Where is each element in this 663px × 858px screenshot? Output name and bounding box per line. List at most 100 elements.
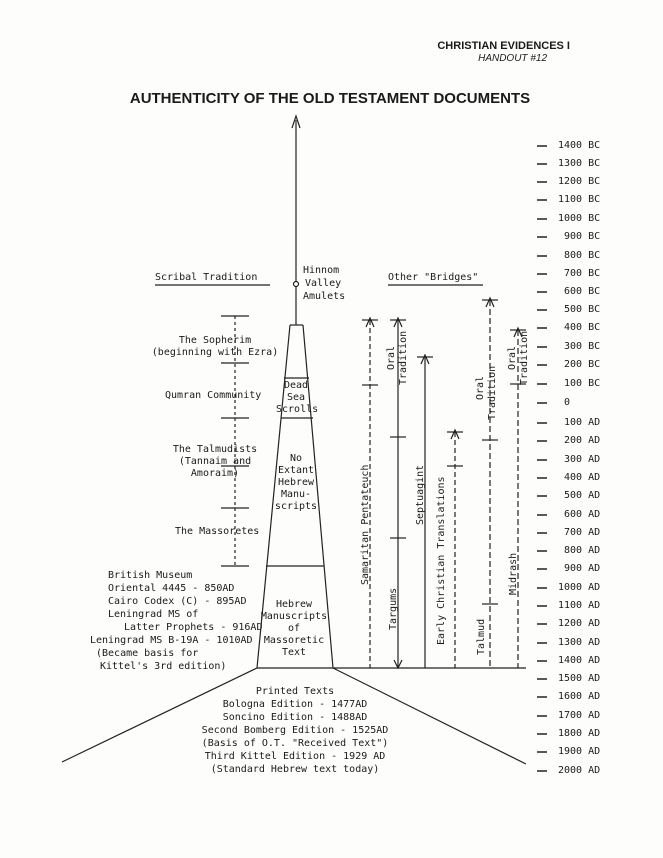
dss-label: Dead <box>283 380 309 391</box>
printed-texts-line: (Basis of O.T. "Received Text") <box>201 738 389 749</box>
manuscript-line: Kittel's 3rd edition) <box>100 661 227 672</box>
timeline-label: 1000 BC <box>558 213 601 224</box>
timeline-label: 1500 AD <box>558 673 601 684</box>
manuscript-line: Latter Prophets - 916AD <box>124 622 263 633</box>
timeline-label: 0 <box>564 397 571 408</box>
hebrew-mss-label: Manuscripts <box>260 611 328 622</box>
talmudists-label: (Tannaim and <box>178 456 252 467</box>
timeline-label: 1800 AD <box>558 728 601 739</box>
timeline-label: 2000 AD <box>558 765 601 776</box>
hebrew-mss-label: Hebrew <box>275 599 313 610</box>
sopherim-label: The Sopherim <box>178 335 252 346</box>
timeline-label: 100 AD <box>564 417 601 428</box>
manuscript-line: British Museum <box>108 570 193 581</box>
no-extant-label: Manu- <box>280 489 312 500</box>
oral-tradition-label: Oral <box>475 375 486 400</box>
scribal-tradition-heading: Scribal Tradition <box>155 272 258 283</box>
timeline-label: 1700 AD <box>558 710 601 721</box>
timeline-label: 1900 AD <box>558 746 601 757</box>
timeline-label: 500 AD <box>564 490 601 501</box>
timeline-label: 1400 BC <box>558 140 601 151</box>
timeline-label: 1100 AD <box>558 600 601 611</box>
targums-label: Targums <box>388 587 399 630</box>
tower-left <box>256 324 291 669</box>
hebrew-mss-label: of <box>287 623 301 634</box>
timeline-label: 900 AD <box>564 563 601 574</box>
timeline-label: 800 BC <box>564 250 601 261</box>
printed-texts-line: Printed Texts <box>255 686 335 697</box>
oral-tradition-label: Oral <box>386 345 397 370</box>
dss-label: Sea <box>286 392 306 403</box>
timeline-label: 400 BC <box>564 322 601 333</box>
base-left <box>61 667 258 763</box>
timeline-label: 600 AD <box>564 509 601 520</box>
massoretes-label: The Massoretes <box>175 526 260 537</box>
manuscript-line: Cairo Codex (C) - 895AD <box>108 596 247 607</box>
tower-right <box>302 324 334 669</box>
timeline-label: 1200 BC <box>558 176 601 187</box>
no-extant-label: scripts <box>274 501 318 512</box>
timeline-label: 600 BC <box>564 286 601 297</box>
septuagint-label: Septuagint <box>415 464 426 525</box>
printed-texts-line: (Standard Hebrew text today) <box>210 764 380 775</box>
timeline-label: 1600 AD <box>558 691 601 702</box>
timeline-label: 800 AD <box>564 545 601 556</box>
printed-texts-line: Third Kittel Edition - 1929 AD <box>204 751 386 762</box>
manuscript-line: Oriental 4445 - 850AD <box>108 583 235 594</box>
talmud-label: Talmud <box>476 618 487 655</box>
timeline-label: 1300 BC <box>558 158 601 169</box>
timeline-label: 200 AD <box>564 435 601 446</box>
talmudists-label: The Talmudists <box>172 444 258 455</box>
oral-tradition-label: Oral <box>507 345 518 370</box>
timeline-label: 900 BC <box>564 231 601 242</box>
timeline-label: 1300 AD <box>558 637 601 648</box>
printed-texts-line: Soncino Edition - 1488AD <box>222 712 368 723</box>
timeline-label: 1200 AD <box>558 618 601 629</box>
no-extant-label: Hebrew <box>277 477 315 488</box>
timeline-label: 1000 AD <box>558 582 601 593</box>
timeline-ticks <box>537 145 547 772</box>
oral-tradition-label: Tradition <box>487 365 498 420</box>
page-title: AUTHENTICITY OF THE OLD TESTAMENT DOCUME… <box>129 90 531 107</box>
timeline-label: 700 BC <box>564 268 601 279</box>
timeline-label: 1400 AD <box>558 655 601 666</box>
talmudists-label: Amoraim) <box>190 468 240 479</box>
timeline-label: 200 BC <box>564 359 601 370</box>
handout-number: HANDOUT #12 <box>478 53 547 64</box>
qumran-label: Qumran Community <box>165 390 262 401</box>
timeline-label: 1100 BC <box>558 194 601 205</box>
course-title: CHRISTIAN EVIDENCES I <box>437 40 570 52</box>
sopherim-label: (beginning with Ezra) <box>151 347 279 358</box>
amulets-marker <box>292 280 300 288</box>
oral-tradition-label: Tradition <box>398 330 409 385</box>
bridge-lines <box>362 296 526 670</box>
timeline-label: 700 AD <box>564 527 601 538</box>
timeline-label: 400 AD <box>564 472 601 483</box>
manuscript-line: (Became basis for <box>96 648 199 659</box>
early-christian-translations-label: Early Christian Translations <box>436 476 447 645</box>
timeline-label: 300 BC <box>564 341 601 352</box>
printed-texts-line: Second Bomberg Edition - 1525AD <box>201 725 389 736</box>
hinnom-label: Hinnom <box>303 265 340 276</box>
samaritan-pentateuch-label: Samaritan Pentateuch <box>360 464 371 585</box>
printed-texts-line: Bologna Edition - 1477AD <box>222 699 368 710</box>
no-extant-label: No <box>289 453 303 464</box>
no-extant-label: Extant <box>277 465 315 476</box>
hinnom-label: Amulets <box>303 291 346 302</box>
dss-label: Scrolls <box>276 404 319 415</box>
timeline-label: 100 BC <box>564 378 601 389</box>
hebrew-mss-label: Massoretic <box>263 635 325 646</box>
other-bridges-heading: Other "Bridges" <box>388 272 479 283</box>
scribal-column <box>155 284 270 567</box>
hebrew-mss-label: Text <box>281 647 307 658</box>
manuscript-line: Leningrad MS of <box>108 609 199 620</box>
oral-tradition-label: Tradition <box>519 330 530 385</box>
base-right <box>332 667 527 765</box>
manuscript-line: Leningrad MS B-19A - 1010AD <box>90 635 253 646</box>
midrash-label: Midrash <box>508 552 519 595</box>
timeline-label: 300 AD <box>564 454 601 465</box>
hinnom-label: Valley <box>305 278 342 289</box>
spire-arrowhead <box>291 114 301 129</box>
timeline-label: 500 BC <box>564 304 601 315</box>
